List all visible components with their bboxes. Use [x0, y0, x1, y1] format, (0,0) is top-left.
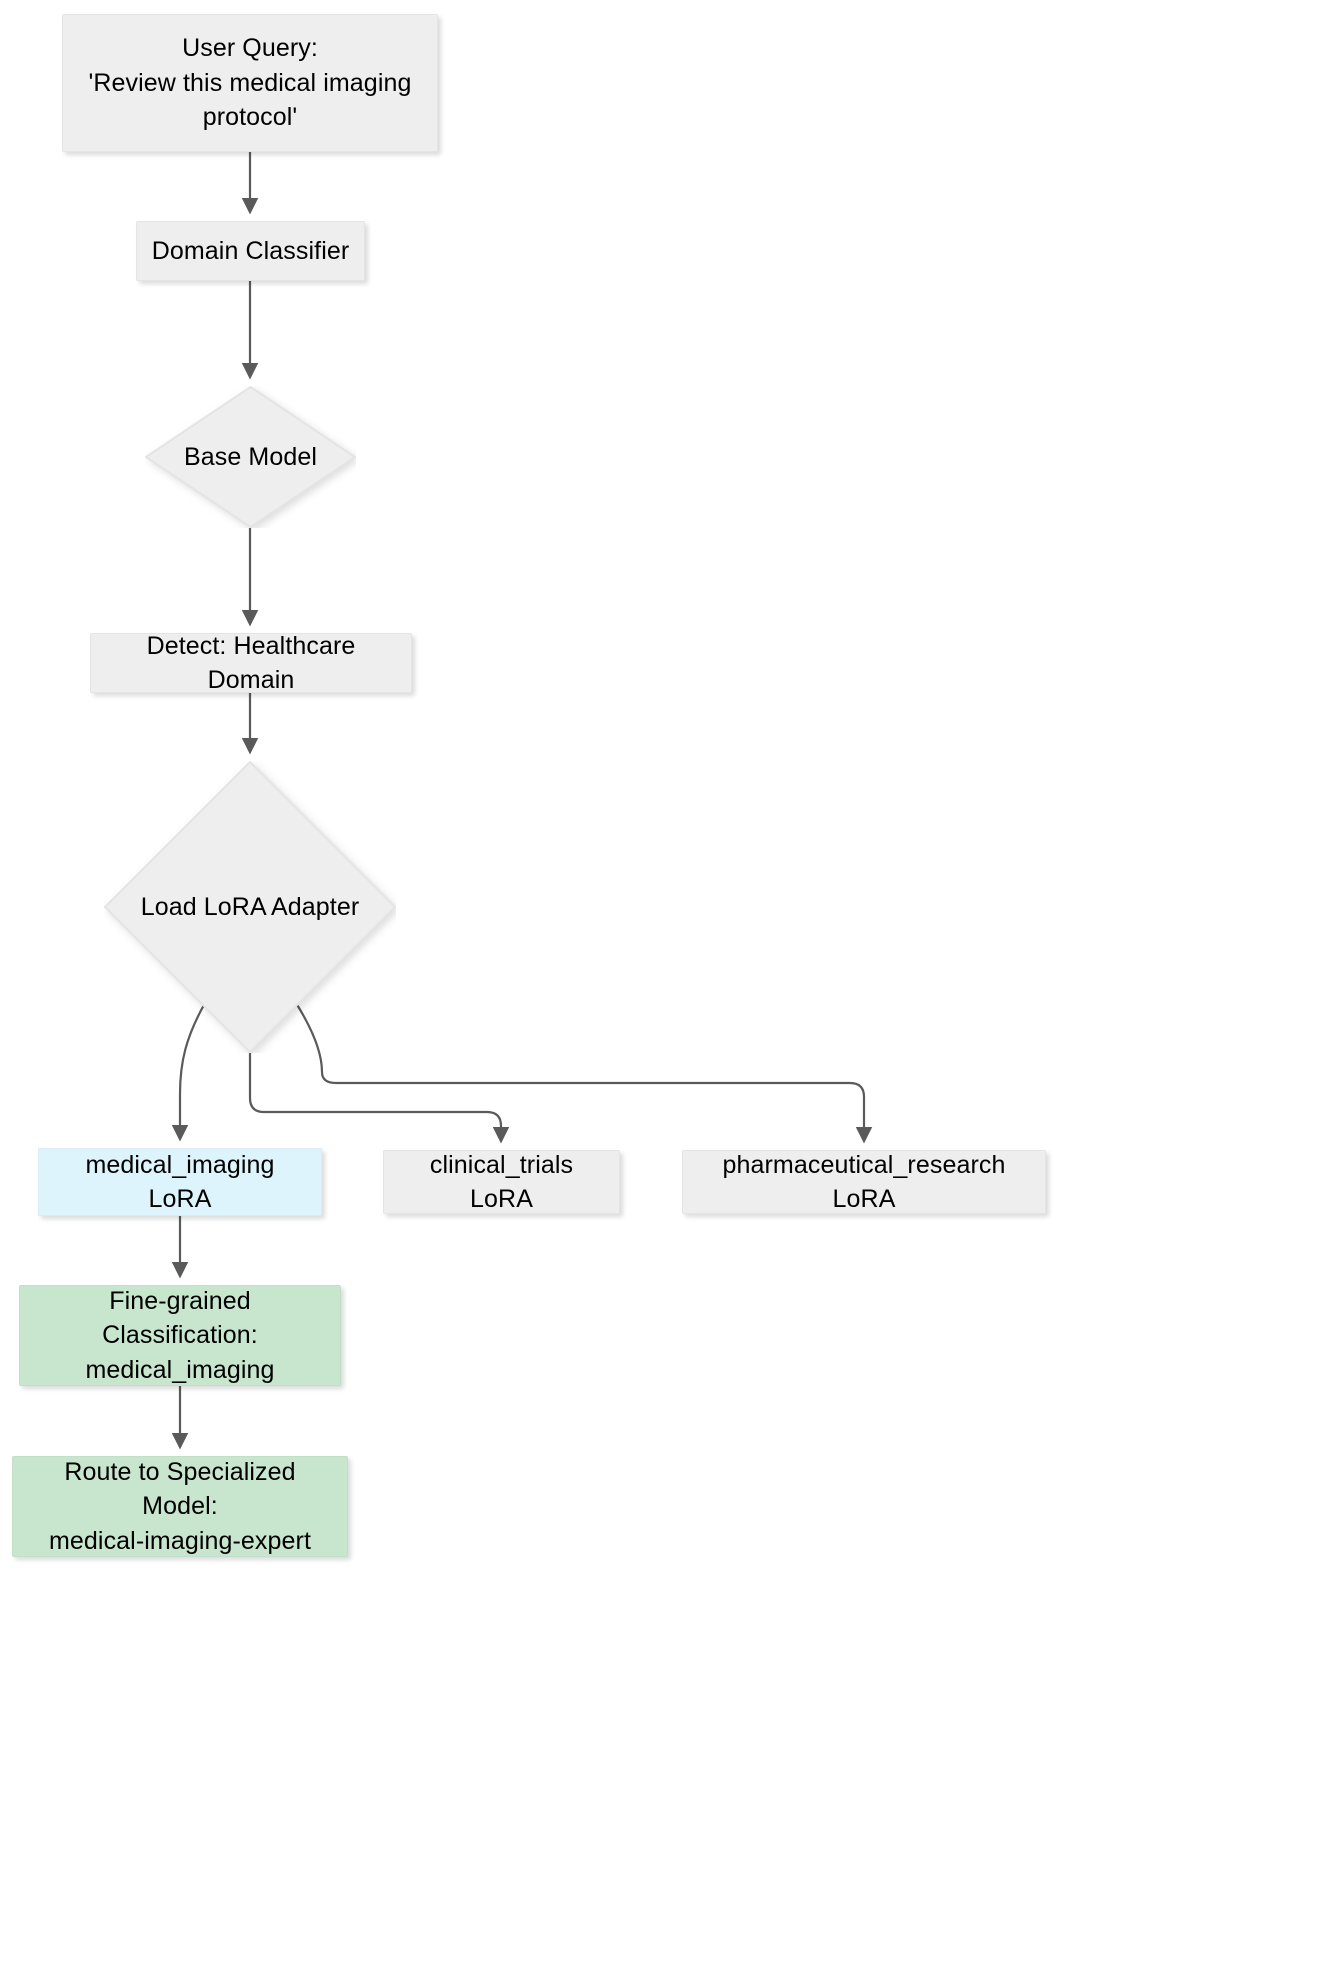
edge-load-lora-to-clinical-trials	[248, 1053, 510, 1144]
node-clinical-trials-lora-label: clinical_trials LoRA	[429, 1150, 574, 1214]
base-model-diamond-shape	[145, 386, 356, 528]
node-route-specialized-model-label: Route to Specialized Model: medical-imag…	[48, 1457, 312, 1555]
node-domain-classifier[interactable]: Domain Classifier	[136, 221, 365, 281]
node-clinical-trials-lora[interactable]: clinical_trials LoRA	[383, 1150, 620, 1214]
node-base-model[interactable]: Base Model	[145, 386, 356, 528]
node-medical-imaging-lora-label: medical_imaging LoRA	[85, 1150, 275, 1214]
node-detect-healthcare-domain[interactable]: Detect: Healthcare Domain	[90, 632, 412, 694]
node-domain-classifier-label: Domain Classifier	[151, 236, 350, 265]
node-route-specialized-model[interactable]: Route to Specialized Model: medical-imag…	[12, 1456, 348, 1557]
node-medical-imaging-lora[interactable]: medical_imaging LoRA	[38, 1148, 322, 1216]
node-fine-grained-classification[interactable]: Fine-grained Classification: medical_ima…	[19, 1285, 341, 1386]
node-fine-grained-classification-label: Fine-grained Classification: medical_ima…	[85, 1286, 275, 1384]
node-load-lora-adapter[interactable]: Load LoRA Adapter	[104, 761, 396, 1053]
node-pharmaceutical-research-lora[interactable]: pharmaceutical_research LoRA	[682, 1150, 1046, 1214]
node-load-lora-adapter-label: Load LoRA Adapter	[140, 892, 360, 921]
node-detect-healthcare-domain-label: Detect: Healthcare Domain	[146, 631, 356, 695]
node-base-model-label: Base Model	[183, 442, 318, 471]
node-pharmaceutical-research-lora-label: pharmaceutical_research LoRA	[722, 1150, 1006, 1214]
load-lora-adapter-diamond-shape	[104, 761, 396, 1053]
node-user-query-label: User Query: 'Review this medical imaging…	[88, 34, 412, 132]
node-user-query[interactable]: User Query: 'Review this medical imaging…	[62, 14, 438, 152]
